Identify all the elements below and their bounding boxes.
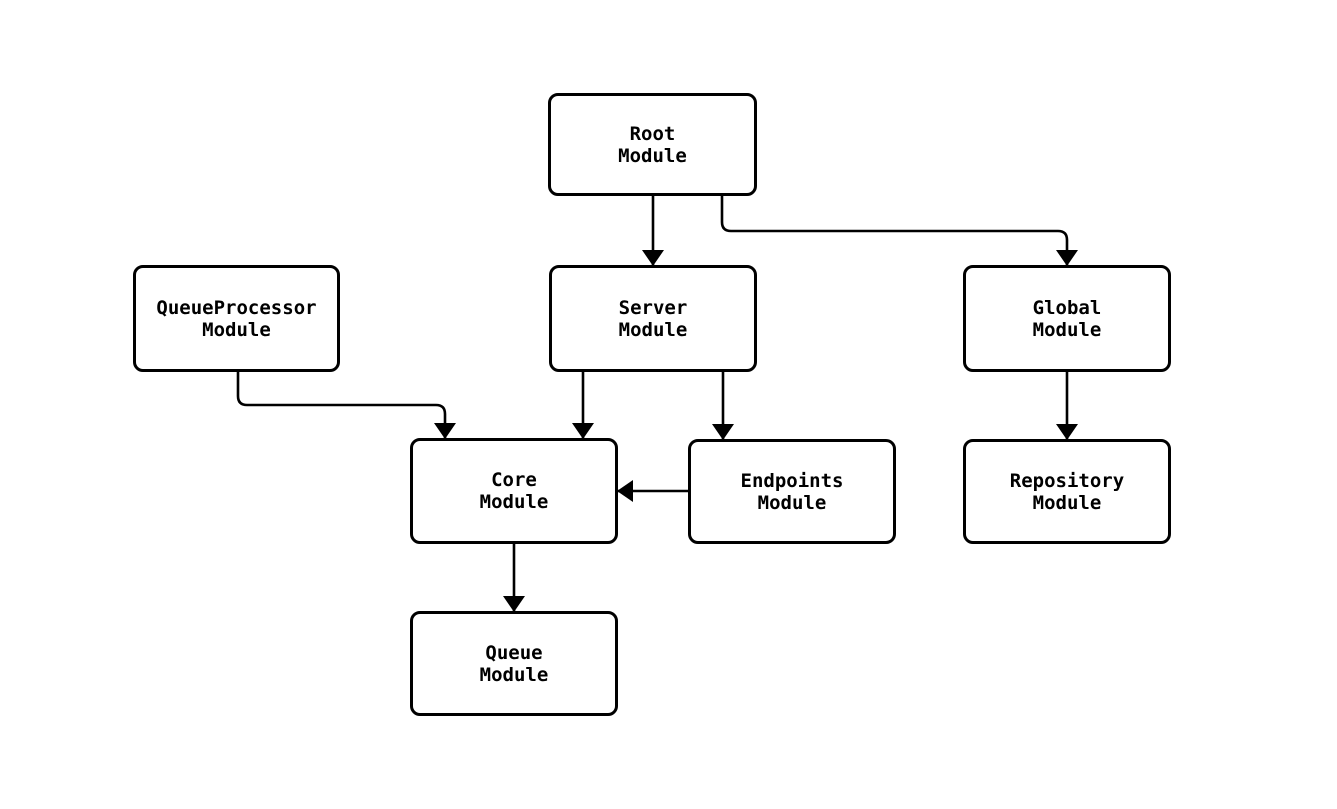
node-root-label-line: Module [618, 144, 687, 167]
node-global-label-line: Module [1032, 318, 1102, 341]
node-queue-processor-label-line: Module [202, 318, 271, 341]
node-queue-label-line: Module [479, 663, 549, 686]
node-queue-processor-label-line: QueueProcessor [156, 296, 317, 319]
node-repository-label-line: Module [1032, 491, 1102, 514]
node-endpoints-label-line: Endpoints [740, 469, 844, 492]
node-global-label-line: Global [1032, 296, 1102, 319]
node-root-label-line: Root [629, 122, 676, 145]
node-server-label-line: Module [618, 318, 688, 341]
node-core-label-line: Core [491, 469, 537, 491]
node-server-label-line: Server [618, 296, 688, 319]
edge-queue-processor-to-core [236, 372, 456, 439]
node-repository-label-line: Repository [1009, 469, 1125, 492]
node-queue-label-line: Queue [485, 641, 543, 664]
node-core-label-line: Module [479, 491, 549, 513]
edge-root-to-global [720, 196, 1078, 266]
node-endpoints-label-line: Module [757, 491, 827, 514]
